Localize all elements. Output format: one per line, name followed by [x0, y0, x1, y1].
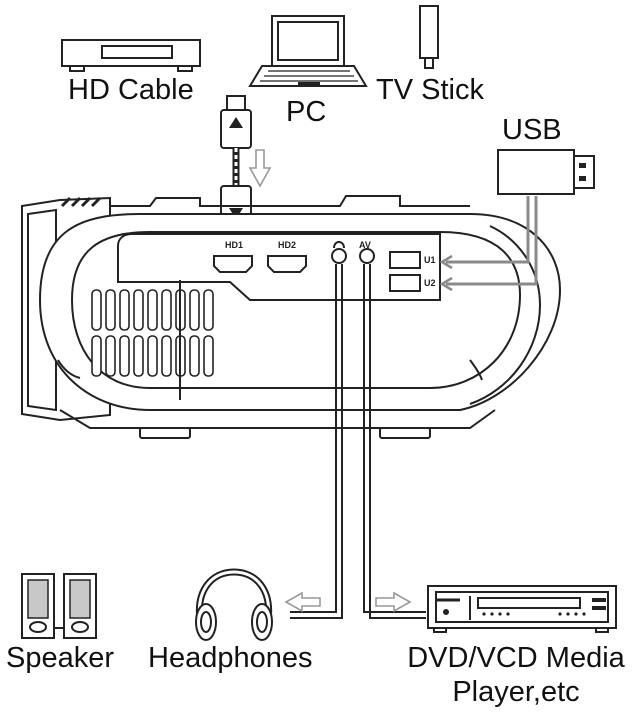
speaker-icon	[21, 573, 97, 639]
arrow-right-icon	[375, 591, 412, 613]
insert-arrow-icon	[248, 149, 272, 188]
port-label-hd2: HD2	[278, 240, 296, 250]
headphones-icon	[195, 568, 273, 641]
dvd-player-icon	[427, 585, 617, 633]
label-pc: PC	[286, 96, 327, 128]
label-dvd-line2: Player,etc	[452, 676, 580, 708]
label-speaker: Speaker	[6, 642, 115, 674]
port-u2	[389, 274, 421, 292]
label-usb: USB	[502, 114, 562, 146]
port-hd1	[213, 255, 253, 273]
port-label-u1: U1	[424, 255, 436, 265]
hd-cable-box-icon	[61, 39, 201, 72]
port-label-u2: U2	[424, 278, 436, 288]
laptop-icon	[248, 15, 368, 87]
label-headphones: Headphones	[148, 642, 313, 674]
usb-cable	[439, 196, 538, 292]
port-hd2	[267, 255, 307, 273]
arrow-left-icon	[284, 591, 321, 613]
headphone-jack	[331, 248, 347, 264]
tv-stick-icon	[419, 5, 439, 69]
usb-stick-icon	[497, 149, 595, 195]
audio-cable	[290, 264, 343, 619]
headphone-symbol-icon	[333, 241, 345, 249]
av-jack	[359, 248, 375, 264]
port-label-hd1: HD1	[225, 240, 243, 250]
port-u1	[389, 251, 421, 269]
projector-body	[21, 195, 562, 439]
port-label-av: AV	[359, 240, 371, 250]
label-dvd-line1: DVD/VCD Media	[407, 642, 625, 674]
label-tv-stick: TV Stick	[376, 74, 484, 106]
av-cable	[363, 264, 426, 619]
label-hd-cable: HD Cable	[68, 74, 194, 106]
